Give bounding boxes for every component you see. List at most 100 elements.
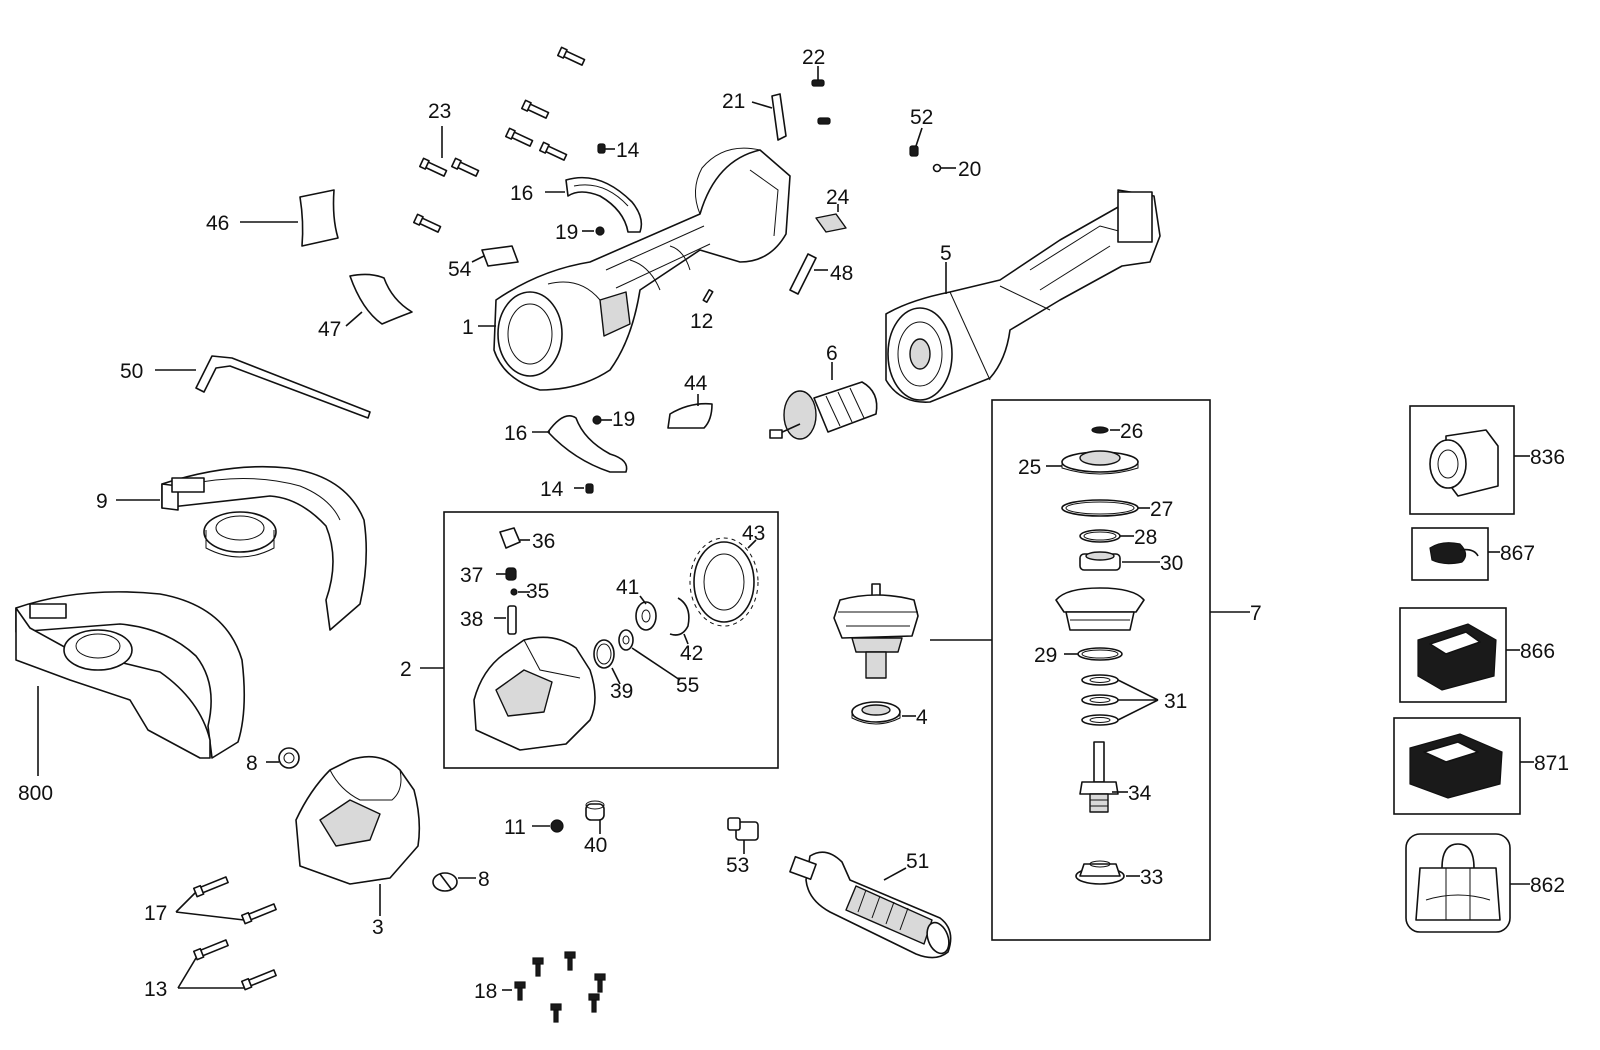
label-55: 55	[676, 674, 699, 697]
spindle-assembly	[833, 583, 919, 679]
label-38: 38	[460, 608, 483, 631]
label-42: 42	[680, 642, 703, 665]
label-54: 54	[448, 258, 472, 281]
label-800: 800	[18, 782, 53, 805]
label-11: 11	[504, 816, 526, 839]
ring-28	[1079, 529, 1121, 543]
battery-871	[1409, 733, 1503, 799]
label-18: 18	[474, 980, 497, 1003]
label-3: 3	[372, 916, 384, 939]
bearing-30	[1079, 551, 1121, 571]
bushing-40	[585, 800, 605, 821]
label-25: 25	[1018, 456, 1041, 479]
label-4: 4	[916, 706, 928, 729]
gear-43	[689, 537, 759, 627]
label-16-bottom: 16	[504, 422, 527, 445]
label-36: 36	[532, 530, 555, 553]
label-871: 871	[1534, 752, 1569, 775]
spring-37	[505, 567, 517, 581]
small-label-54	[481, 245, 519, 267]
box-867	[1411, 527, 1489, 581]
label-13: 13	[144, 978, 167, 1001]
label-48: 48	[830, 262, 853, 285]
label-9: 9	[96, 490, 108, 513]
armature-5	[885, 189, 1161, 403]
label-14-top: 14	[616, 139, 640, 162]
label-51: 51	[906, 850, 929, 873]
screw-22b	[817, 117, 831, 125]
label-41: 41	[616, 576, 639, 599]
label-2: 2	[400, 658, 412, 681]
ring-29	[1077, 647, 1123, 661]
label-28: 28	[1134, 526, 1157, 549]
label-44	[667, 402, 713, 429]
label-19-top: 19	[555, 221, 578, 244]
bag-862	[1415, 843, 1501, 921]
label-27: 27	[1150, 498, 1173, 521]
label-53: 53	[726, 854, 749, 877]
label-8-left: 8	[246, 752, 258, 775]
label-35: 35	[526, 580, 549, 603]
spring-26	[1091, 426, 1109, 434]
label-1: 1	[462, 316, 474, 339]
screw-19-top	[595, 226, 605, 236]
label-30: 30	[1160, 552, 1183, 575]
bearing-housing	[1055, 587, 1145, 631]
label-17: 17	[144, 902, 167, 925]
box-866	[1399, 607, 1507, 703]
pin-38	[507, 605, 517, 635]
label-50: 50	[120, 360, 143, 383]
label-867: 867	[1500, 542, 1535, 565]
label-sheet-47	[349, 273, 413, 325]
spring-14-bottom	[585, 483, 594, 494]
washer-41	[635, 601, 657, 631]
label-46: 46	[206, 212, 229, 235]
spindle-34	[1079, 741, 1119, 813]
hex-key-50	[195, 355, 371, 419]
box-871	[1393, 717, 1521, 815]
screws-18	[514, 951, 606, 1023]
label-22: 22	[802, 46, 825, 69]
screw-20	[932, 163, 942, 173]
side-handle-51	[789, 851, 952, 959]
guard-9	[161, 465, 368, 631]
box-862	[1405, 833, 1511, 933]
guard-800	[15, 591, 246, 759]
box-7	[991, 399, 1211, 941]
label-20: 20	[958, 158, 981, 181]
box-2	[443, 511, 779, 769]
label-7: 7	[1250, 602, 1262, 625]
label-31: 31	[1164, 690, 1187, 713]
label-40: 40	[584, 834, 607, 857]
label-14-bottom: 14	[540, 478, 564, 501]
label-26: 26	[1120, 420, 1143, 443]
box-836	[1409, 405, 1515, 515]
switch-lever-21	[771, 93, 787, 141]
label-12: 12	[690, 310, 713, 333]
label-6: 6	[826, 342, 838, 365]
label-43: 43	[742, 522, 765, 545]
part-36	[499, 527, 521, 549]
washer-55	[618, 629, 634, 651]
label-24: 24	[826, 186, 850, 209]
screws-13	[192, 939, 277, 991]
battery-866	[1417, 623, 1497, 691]
ring-39	[593, 639, 615, 669]
snap-ring-42	[669, 597, 690, 636]
screw-12	[702, 289, 714, 303]
flange-33	[1075, 860, 1125, 885]
washers-31	[1081, 674, 1119, 726]
label-52: 52	[910, 106, 933, 129]
label-33: 33	[1140, 866, 1163, 889]
label-8-right: 8	[478, 868, 490, 891]
cap-25	[1061, 450, 1139, 475]
bracket-16-top	[565, 176, 643, 233]
label-862: 862	[1530, 874, 1565, 897]
motor-housing-1	[493, 147, 791, 391]
screw-22	[811, 79, 825, 87]
label-sheet-46	[299, 189, 339, 247]
label-47: 47	[318, 318, 341, 341]
label-37: 37	[460, 564, 483, 587]
label-39: 39	[610, 680, 633, 703]
